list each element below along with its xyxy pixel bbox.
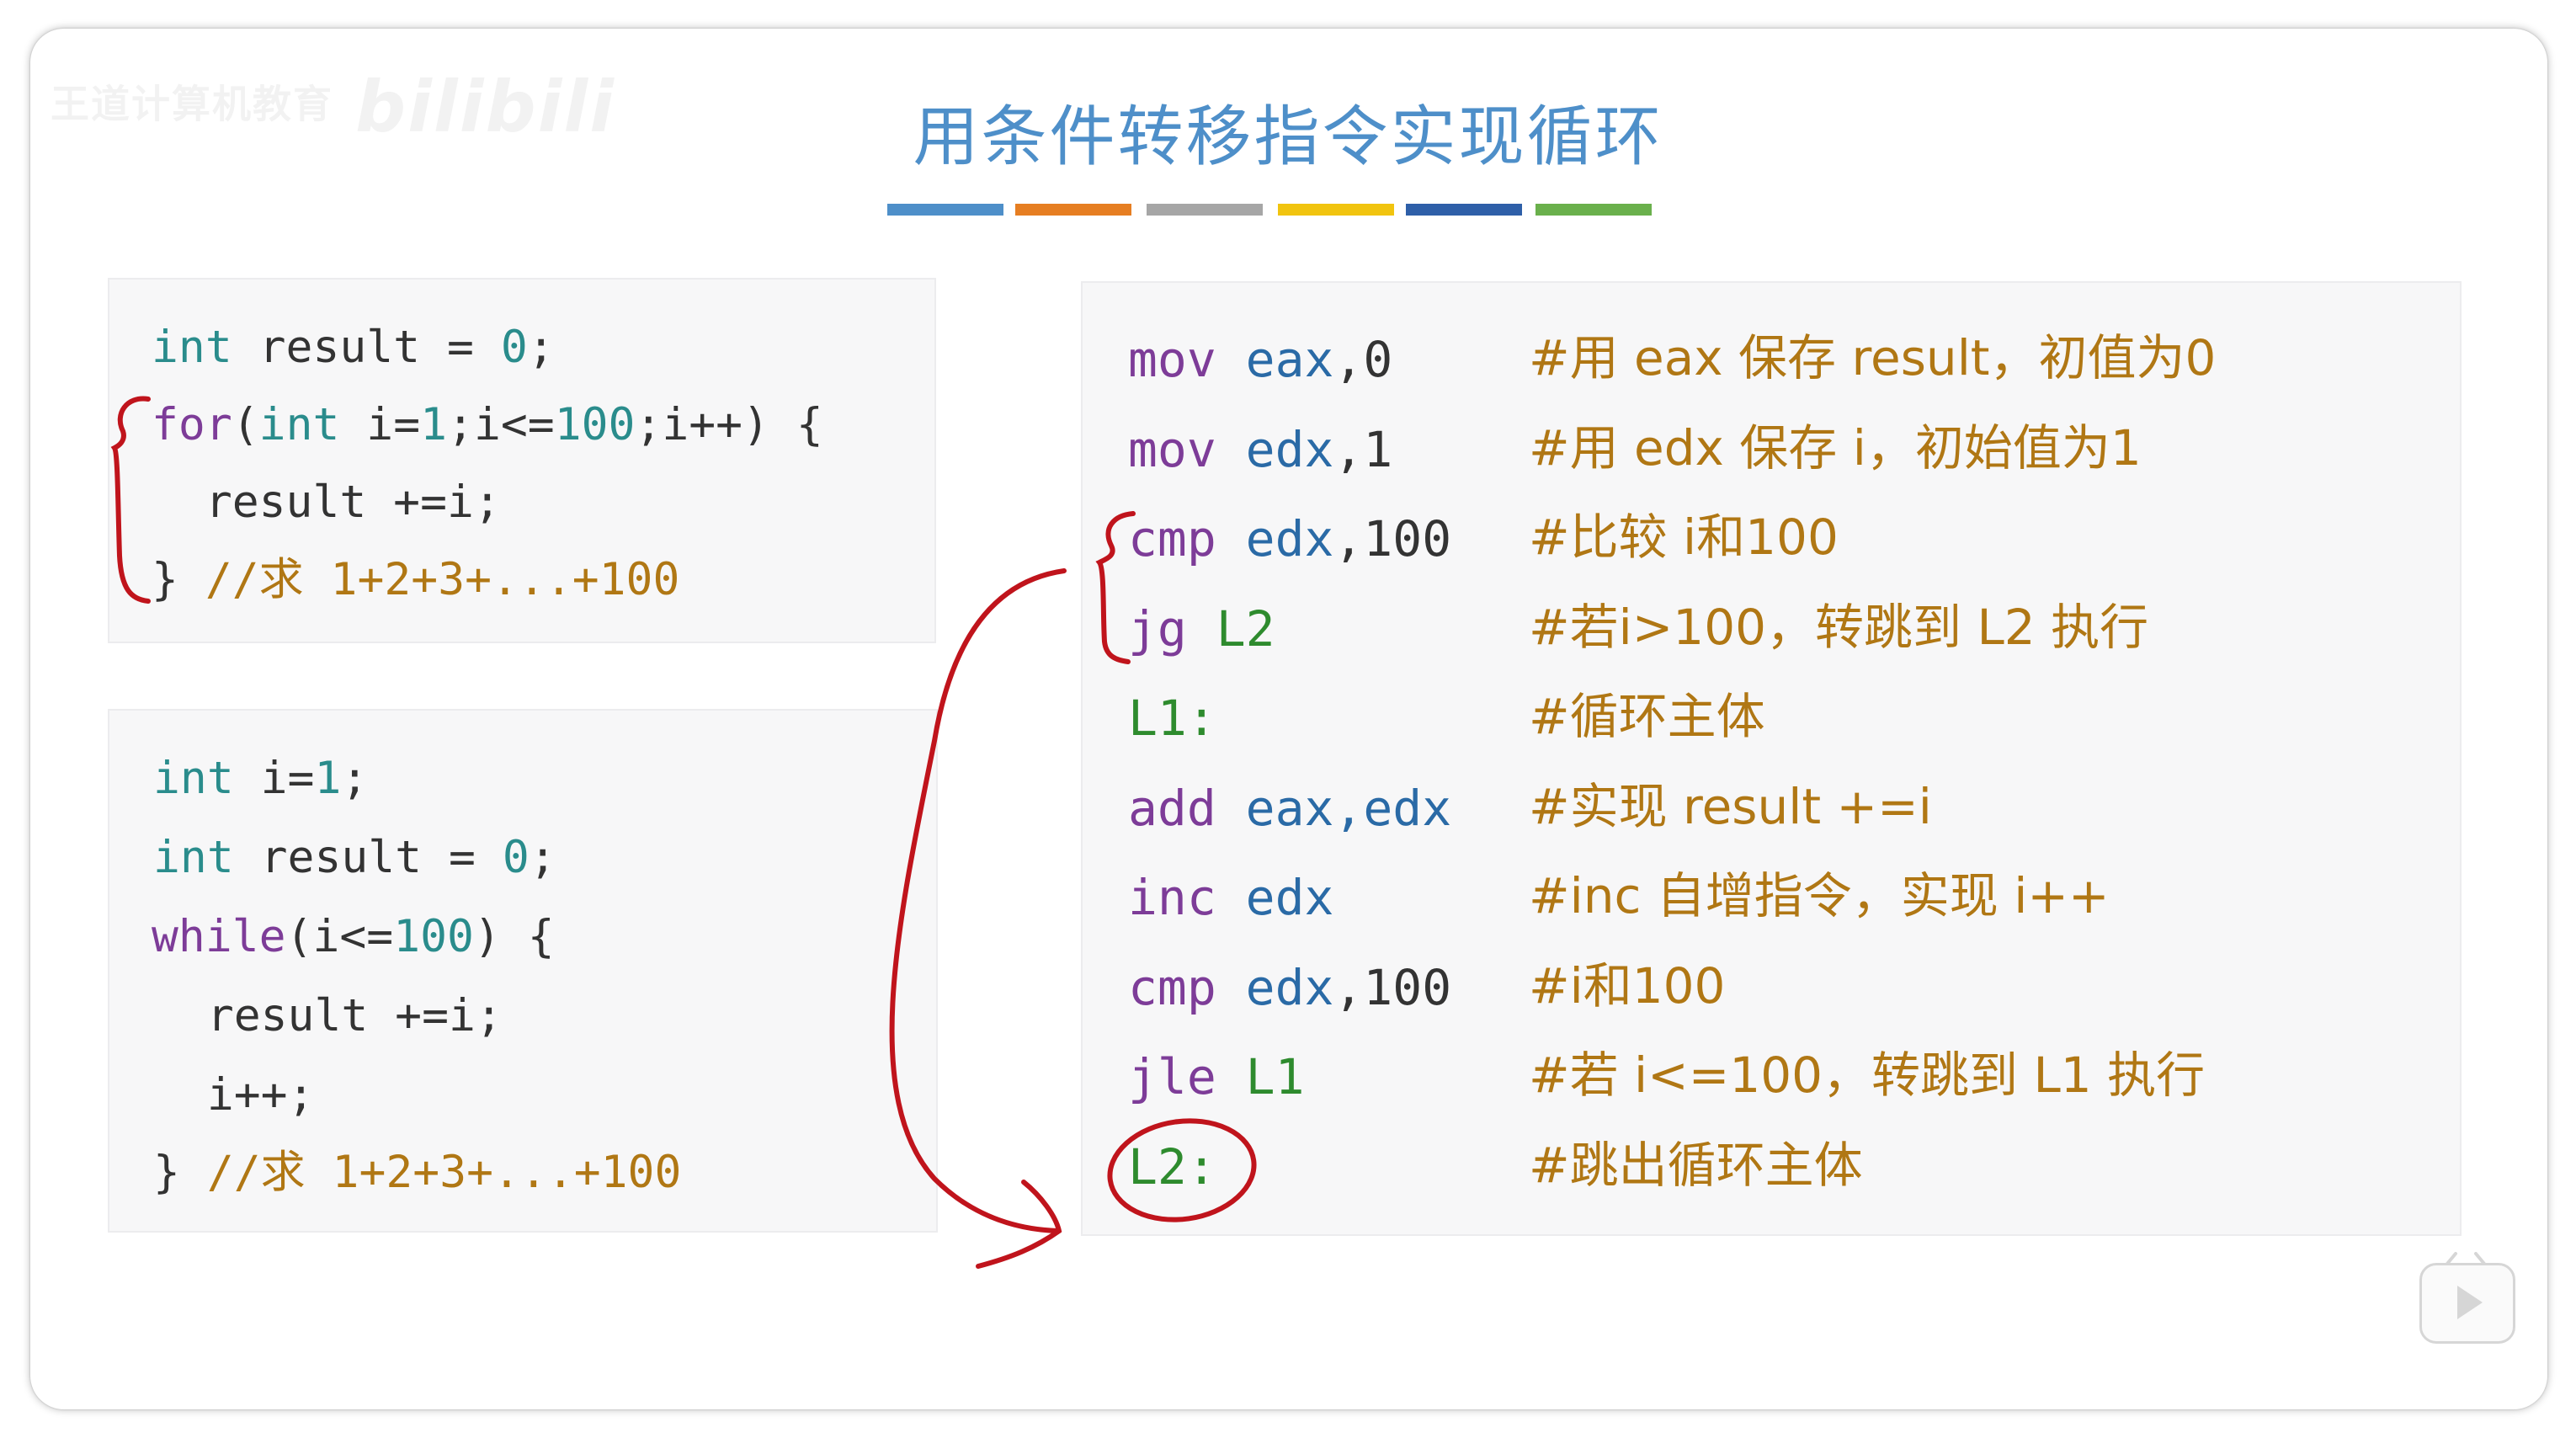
- asm-opcode: inc: [1128, 869, 1216, 926]
- bilibili-logo: bilibili: [355, 66, 616, 148]
- video-play-button[interactable]: [2419, 1252, 2515, 1344]
- asm-line: mov edx,1: [1128, 425, 1392, 474]
- for-loop-code-panel: [108, 278, 936, 643]
- color-bar-yellow: [1278, 204, 1394, 216]
- asm-line: cmp edx,100: [1128, 963, 1451, 1012]
- color-bar-gray: [1147, 204, 1263, 216]
- asm-operand: eax: [1216, 331, 1334, 388]
- color-bar-green: [1535, 204, 1652, 216]
- asm-opcode: cmp: [1128, 959, 1216, 1016]
- asm-operand: ,0: [1333, 331, 1393, 388]
- for-line-3: result +=i;: [152, 477, 501, 528]
- for-line-2: for(int i=1;i<=100;i++) {: [152, 399, 823, 450]
- assembly-code-panel: [1081, 281, 2462, 1236]
- while-loop-code-panel: [108, 709, 938, 1233]
- asm-comment: #循环主体: [1529, 688, 1765, 745]
- asm-operand: edx: [1216, 421, 1334, 478]
- asm-operand: ,1: [1333, 421, 1393, 478]
- asm-line: add eax,edx: [1128, 784, 1451, 833]
- asm-operand: edx: [1216, 869, 1334, 926]
- asm-opcode: mov: [1128, 421, 1216, 478]
- play-icon: [2457, 1286, 2483, 1319]
- tv-ears-icon: [2446, 1252, 2486, 1265]
- asm-label: L1:: [1128, 690, 1216, 747]
- asm-label: L2:: [1128, 1138, 1216, 1196]
- asm-comment: #若 i<=100，转跳到 L1 执行: [1529, 1047, 2206, 1104]
- asm-comment: #用 eax 保存 result，初值为0: [1529, 329, 2217, 386]
- asm-line: inc edx: [1128, 873, 1333, 922]
- while-line-3: while(i<=100) {: [152, 911, 555, 962]
- for-line-1: int result = 0;: [152, 322, 555, 373]
- color-bar-navy: [1406, 204, 1522, 216]
- asm-line: L1:: [1128, 694, 1216, 743]
- while-line-6: } //求 1+2+3+...+100: [153, 1147, 682, 1198]
- asm-line: jg L2: [1128, 604, 1275, 653]
- while-line-5: i++;: [153, 1069, 315, 1121]
- color-bar-orange: [1015, 204, 1131, 216]
- asm-comment: #跳出循环主体: [1529, 1137, 1863, 1194]
- for-line-4: } //求 1+2+3+...+100: [152, 554, 680, 605]
- watermark: 王道计算机教育 bilibili: [51, 66, 615, 148]
- asm-comment: #inc 自增指令，实现 i++: [1529, 867, 2110, 924]
- asm-opcode: jle: [1128, 1048, 1216, 1105]
- while-line-1: int i=1;: [153, 753, 369, 804]
- while-line-2: int result = 0;: [153, 832, 556, 883]
- watermark-text: 王道计算机教育: [51, 81, 333, 127]
- asm-comment: #比较 i和100: [1529, 509, 1839, 566]
- asm-line: L2:: [1128, 1142, 1216, 1191]
- asm-opcode: cmp: [1128, 510, 1216, 567]
- asm-operand: edx: [1216, 959, 1334, 1016]
- asm-opcode: add: [1128, 780, 1216, 837]
- asm-operand: ,100: [1333, 510, 1452, 567]
- asm-operand: L1: [1216, 1048, 1305, 1105]
- color-bar-blue: [887, 204, 1003, 216]
- asm-opcode: mov: [1128, 331, 1216, 388]
- asm-comment: #实现 result +=i: [1529, 778, 1932, 835]
- asm-operand: L2: [1186, 600, 1275, 658]
- asm-comment: #i和100: [1529, 957, 1726, 1015]
- asm-line: cmp edx,100: [1128, 514, 1451, 563]
- asm-comment: #若i>100，转跳到 L2 执行: [1529, 599, 2149, 656]
- while-line-4: result +=i;: [153, 990, 503, 1041]
- asm-opcode: jg: [1128, 600, 1187, 658]
- asm-line: mov eax,0: [1128, 335, 1392, 384]
- asm-line: jle L1: [1128, 1052, 1305, 1101]
- asm-operand: eax,edx: [1216, 780, 1452, 837]
- asm-operand: ,100: [1333, 959, 1452, 1016]
- asm-operand: edx: [1216, 510, 1334, 567]
- asm-comment: #用 edx 保存 i，初始值为1: [1529, 419, 2142, 477]
- slide-title: 用条件转移指令实现循环: [913, 99, 1663, 175]
